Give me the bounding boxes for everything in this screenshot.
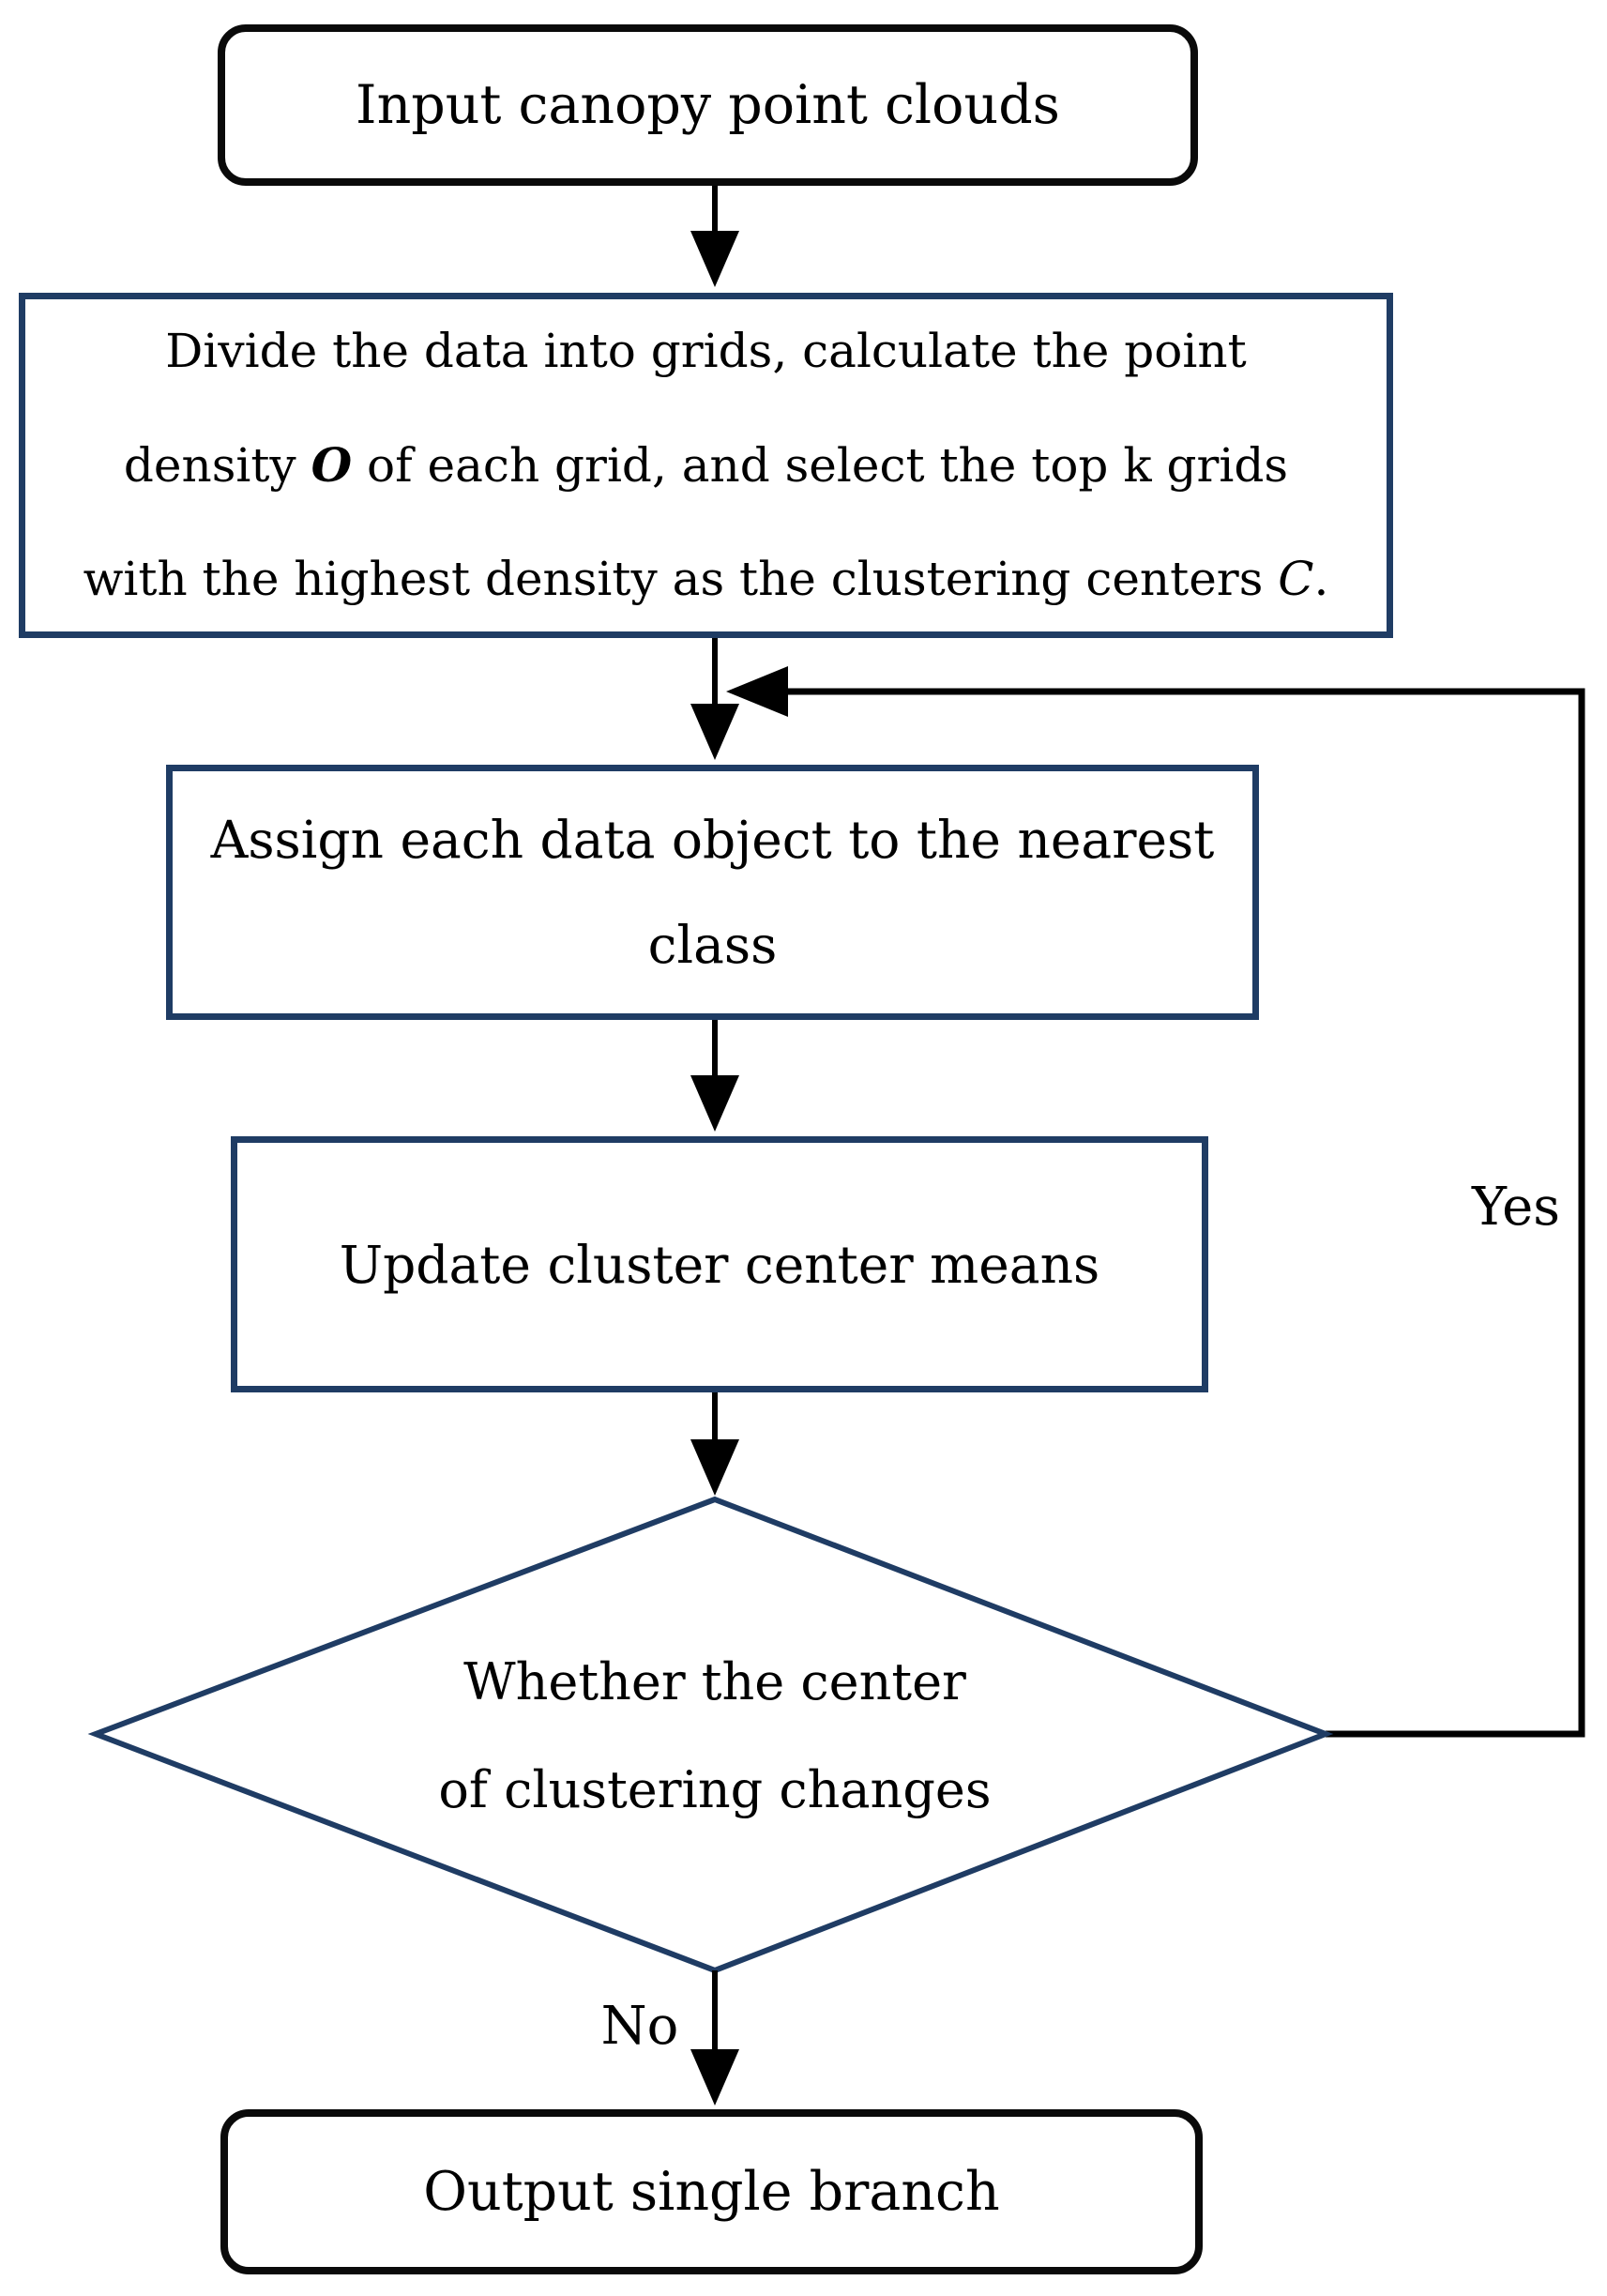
- arrow-divide-to-assign: [690, 638, 739, 760]
- centers-symbol: C: [1278, 552, 1314, 606]
- arrow-assign-to-update: [690, 1020, 739, 1132]
- input-node: Input canopy point clouds: [218, 24, 1198, 186]
- assign-node-line2: class: [647, 915, 778, 975]
- assign-node: Assign each data object to the nearest c…: [166, 765, 1259, 1020]
- density-symbol: O: [311, 437, 353, 493]
- output-node: Output single branch: [220, 2109, 1203, 2274]
- decision-node: Whether the center of clustering changes: [281, 1628, 1148, 1844]
- divide-node-line1: Divide the data into grids, calculate th…: [165, 324, 1247, 378]
- arrow-input-to-divide: [690, 186, 739, 287]
- update-node: Update cluster center means: [231, 1136, 1208, 1392]
- yes-loop-line: [726, 666, 1585, 1738]
- decision-node-line2: of clustering changes: [438, 1760, 992, 1819]
- yes-loop-arrowhead: [726, 666, 788, 717]
- decision-node-line1: Whether the center: [463, 1652, 966, 1711]
- divide-node-line2: density O of each grid, and select the t…: [123, 437, 1289, 493]
- update-node-label: Update cluster center means: [339, 1234, 1100, 1295]
- divide-grid-node: Divide the data into grids, calculate th…: [19, 293, 1393, 638]
- yes-label: Yes: [1472, 1177, 1560, 1238]
- assign-node-line1: Assign each data object to the nearest: [210, 810, 1215, 870]
- arrow-decision-to-output: [690, 1970, 739, 2106]
- input-node-label: Input canopy point clouds: [356, 74, 1060, 136]
- output-node-label: Output single branch: [423, 2161, 1000, 2223]
- arrow-update-to-decision: [690, 1392, 739, 1496]
- divide-node-line3: with the highest density as the clusteri…: [83, 552, 1329, 606]
- no-label: No: [600, 1996, 679, 2057]
